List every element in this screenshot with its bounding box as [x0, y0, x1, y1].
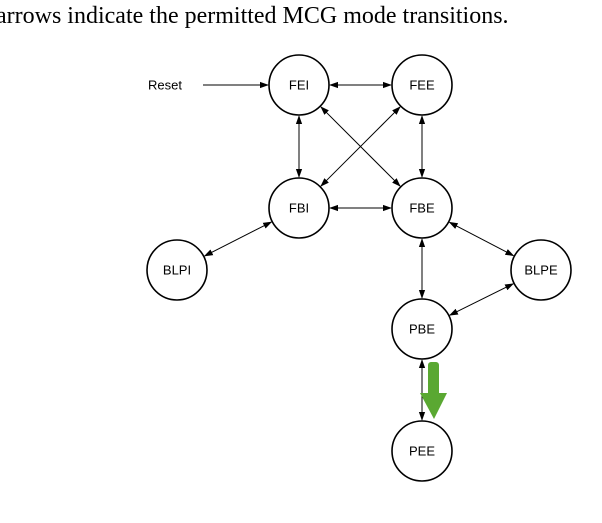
edge-fee-fbi	[320, 106, 401, 187]
node-fbe: FBE	[391, 177, 453, 239]
node-circle	[146, 239, 208, 301]
edges-layer	[203, 81, 515, 421]
node-label: BLPI	[163, 263, 191, 278]
reset-label: Reset	[148, 78, 182, 93]
node-pee: PEE	[391, 420, 453, 482]
node-circle	[391, 420, 453, 482]
node-label: PBE	[409, 322, 435, 337]
node-pbe: PBE	[391, 298, 453, 360]
node-circle	[391, 177, 453, 239]
node-fbi: FBI	[268, 177, 330, 239]
node-label: PEE	[409, 444, 435, 459]
node-label: FBI	[289, 201, 309, 216]
node-label: BLPE	[524, 263, 558, 278]
node-circle	[510, 239, 572, 301]
node-label: FEI	[289, 78, 309, 93]
node-circle	[268, 177, 330, 239]
node-circle	[391, 54, 453, 116]
node-circle	[268, 54, 330, 116]
edge-fbi-blpi	[203, 221, 273, 257]
edge-fbe-blpe	[448, 221, 515, 257]
node-blpi: BLPI	[146, 239, 208, 301]
node-fee: FEE	[391, 54, 453, 116]
highlight-arrow-shaft	[428, 362, 439, 398]
highlight-layer	[420, 362, 447, 419]
caption-text: arrows indicate the permitted MCG mode t…	[0, 3, 509, 29]
node-circle	[391, 298, 453, 360]
node-label: FEE	[409, 78, 435, 93]
node-fei: FEI	[268, 54, 330, 116]
highlight-arrow-icon	[420, 393, 447, 419]
edge-blpe-pbe	[448, 283, 515, 316]
node-blpe: BLPE	[510, 239, 572, 301]
node-label: FBE	[409, 201, 435, 216]
nodes-layer: Reset FEI FEE FBI FBE BLPI BLPE PBE PEE	[146, 54, 572, 482]
